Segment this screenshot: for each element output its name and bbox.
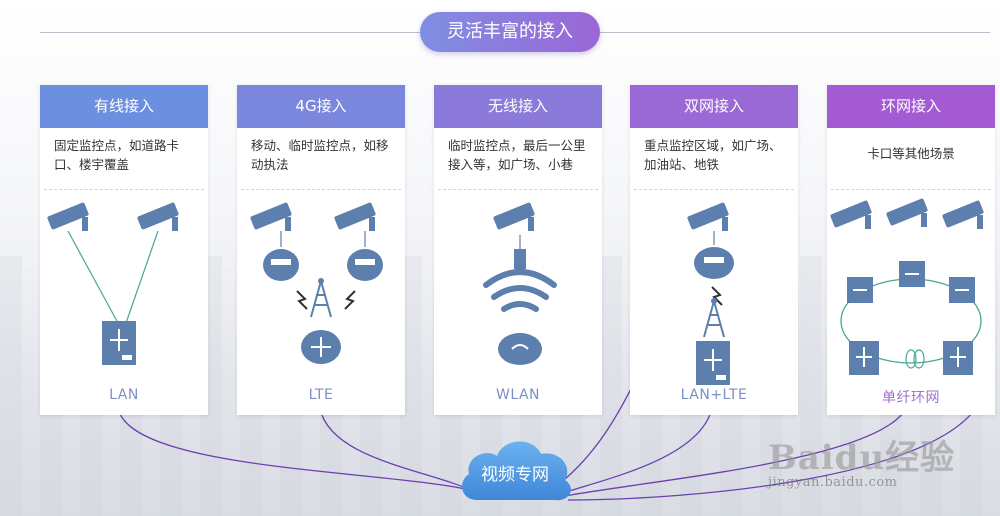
card-description: 移动、临时监控点，如移动执法 <box>241 128 401 190</box>
signal-bolt-icon <box>296 290 308 310</box>
card-header: 双网接入 <box>630 85 798 128</box>
switch-icon <box>696 341 730 385</box>
signal-bolt-icon <box>344 290 356 310</box>
page-title: 灵活丰富的接入 <box>420 12 600 52</box>
cloud-icon <box>462 441 571 501</box>
router-icon <box>263 249 299 281</box>
wifi-icon <box>483 269 557 312</box>
watermark-url: jingyan.baidu.com <box>768 475 898 490</box>
watermark-logo: Baidu经验 <box>768 438 956 478</box>
lte-diagram <box>250 202 383 364</box>
private-video-network-cloud: 视频专网 <box>455 430 575 504</box>
wired-diagram <box>47 202 179 365</box>
signal-bolt-icon <box>711 286 723 306</box>
switch-icon <box>949 277 975 303</box>
base-station-icon <box>301 330 341 364</box>
card-header: 4G接入 <box>237 85 405 128</box>
camera-icon <box>942 200 984 229</box>
camera-icon <box>334 202 376 231</box>
card-ring-network: 环网接入 卡口等其他场景 单纤环网 <box>827 85 995 415</box>
card-tech-label: WLAN <box>495 387 540 403</box>
card-4g: 4G接入 移动、临时监控点，如移动执法 LTE <box>237 85 405 415</box>
card-wired: 有线接入 固定监控点，如道路卡口、楼宇覆盖 LAN <box>40 85 208 415</box>
card-wireless: 无线接入 临时监控点，最后一公里接入等，如广场、小巷 WLAN <box>434 85 602 415</box>
camera-icon <box>830 200 872 229</box>
card-tech-label: LTE <box>308 387 334 403</box>
card-header: 无线接入 <box>434 85 602 128</box>
card-description: 固定监控点，如道路卡口、楼宇覆盖 <box>44 128 204 190</box>
card-tech-label: 单纤环网 <box>882 390 940 406</box>
camera-icon <box>47 202 89 231</box>
camera-icon <box>493 202 535 231</box>
antenna-tower-icon <box>310 278 332 318</box>
router-icon <box>347 249 383 281</box>
card-description: 重点监控区域，如广场、加油站、地铁 <box>634 128 794 190</box>
card-tech-label: LAN+LTE <box>680 387 748 403</box>
switch-icon <box>102 321 136 365</box>
camera-icon <box>250 202 292 231</box>
switch-icon <box>943 341 973 375</box>
card-header: 环网接入 <box>827 85 995 128</box>
watermark: Baidu经验 jingyan.baidu.com <box>768 430 955 490</box>
ring-network-diagram <box>830 198 984 375</box>
card-header: 有线接入 <box>40 85 208 128</box>
access-point-icon <box>498 333 542 365</box>
card-dual-network: 双网接入 重点监控区域，如广场、加油站、地铁 LAN+LTE <box>630 85 798 415</box>
camera-icon <box>687 202 729 231</box>
wlan-diagram <box>483 202 557 365</box>
router-icon <box>694 247 734 279</box>
camera-icon <box>137 202 179 231</box>
dual-network-diagram <box>687 202 734 385</box>
card-tech-label: LAN <box>109 387 139 403</box>
card-description: 卡口等其他场景 <box>831 128 991 190</box>
switch-icon <box>847 277 873 303</box>
antenna-tower-icon <box>703 298 725 338</box>
card-description: 临时监控点，最后一公里接入等，如广场、小巷 <box>438 128 598 190</box>
camera-icon <box>886 198 928 227</box>
cloud-label: 视频专网 <box>481 465 549 485</box>
wireless-bridge-icon <box>514 249 526 269</box>
switch-icon <box>899 261 925 287</box>
switch-icon <box>849 341 879 375</box>
